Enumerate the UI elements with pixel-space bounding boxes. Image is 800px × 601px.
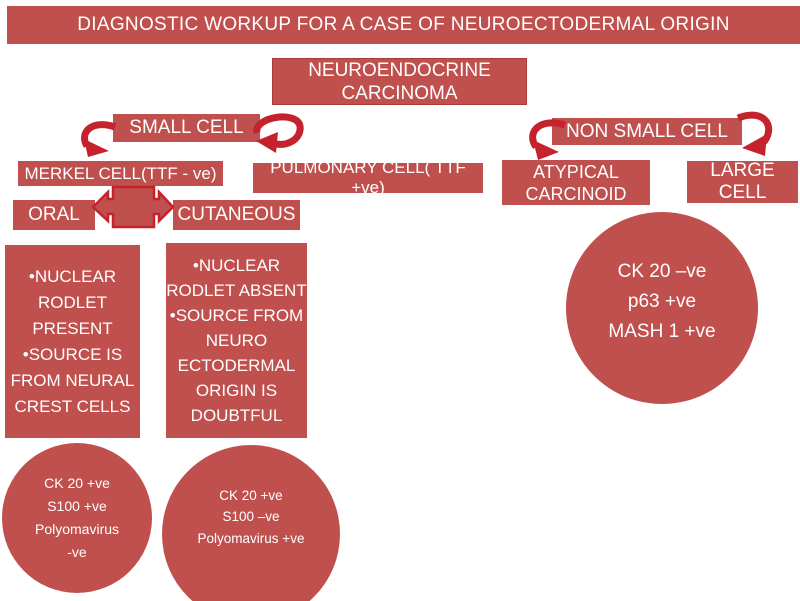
curved-arrow-nonsmall-to-atypical-icon: [529, 119, 567, 160]
node-atypical-carcinoid: ATYPICAL CARCINOID: [502, 160, 650, 205]
oral-findings-box: •NUCLEAR RODLET PRESENT •SOURCE IS FROM …: [5, 245, 140, 438]
cutaneous-ihc-markers-circle: CK 20 +ve S100 –ve Polyomavirus +ve: [162, 445, 340, 601]
page-title: DIAGNOSTIC WORKUP FOR A CASE OF NEUROECT…: [7, 6, 800, 44]
node-non-small-cell: NON SMALL CELL: [552, 118, 742, 145]
node-cutaneous: CUTANEOUS: [173, 200, 300, 230]
atypical-ihc-markers-circle: CK 20 –ve p63 +ve MASH 1 +ve: [566, 212, 758, 404]
node-small-cell: SMALL CELL: [113, 114, 260, 142]
node-neuroendocrine-carcinoma: NEUROENDOCRINE CARCINOMA: [272, 58, 527, 105]
left-right-arrow-callout-icon: [92, 185, 174, 229]
curved-arrow-small-to-pulmonary-icon: [253, 113, 304, 153]
curved-arrow-nonsmall-to-large-icon: [736, 111, 773, 156]
cutaneous-findings-box: •NUCLEAR RODLET ABSENT •SOURCE FROM NEUR…: [166, 243, 307, 438]
node-merkel-cell: MERKEL CELL(TTF - ve): [18, 161, 223, 186]
curved-arrow-small-to-merkel-icon: [81, 121, 117, 157]
oral-ihc-markers-circle: CK 20 +ve S100 +ve Polyomavirus -ve: [2, 443, 152, 593]
node-oral: ORAL: [13, 200, 95, 230]
node-large-cell: LARGE CELL: [687, 160, 798, 203]
node-pulmonary-cell: PULMONARY CELL( TTF +ve): [253, 158, 483, 197]
